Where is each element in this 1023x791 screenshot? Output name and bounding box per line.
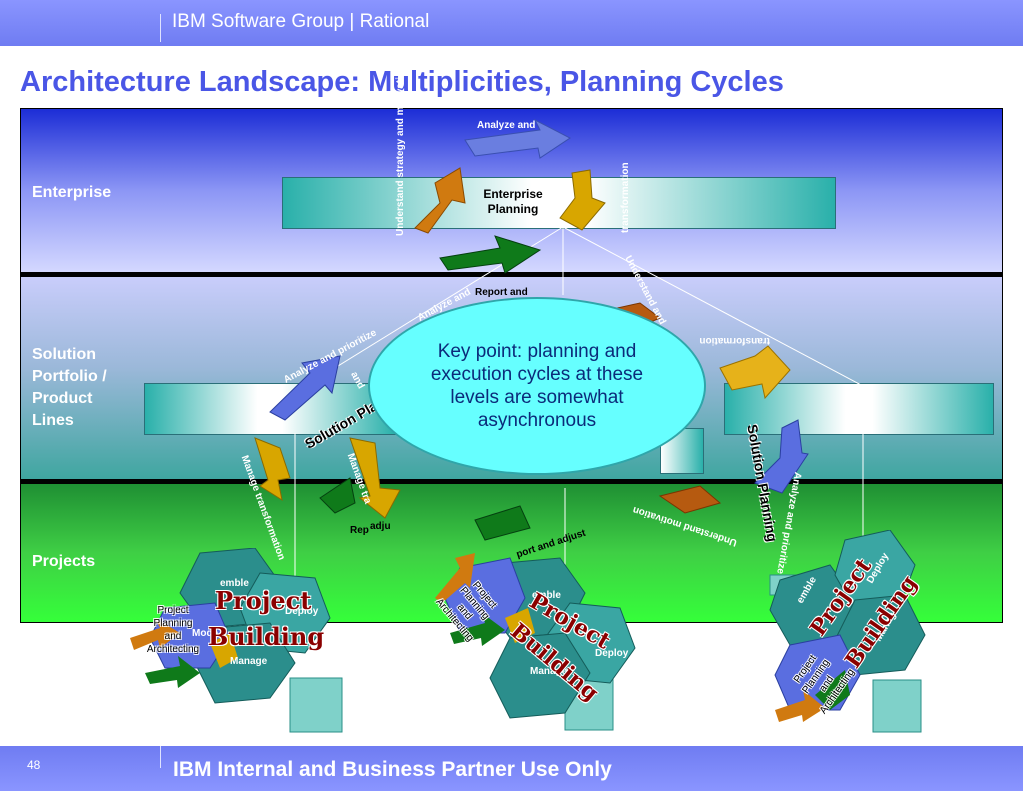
analyze-arrow-solution-right bbox=[754, 419, 809, 494]
enterprise-planning-label: Enterprise Planning bbox=[463, 187, 563, 217]
project-label-left: Project bbox=[215, 586, 312, 615]
manage-label-left: Manage bbox=[230, 656, 268, 667]
diagram-connectors bbox=[254, 118, 864, 608]
solution-label-line1: Solution bbox=[32, 346, 96, 363]
ppa-left-line4: Architecting bbox=[146, 644, 200, 655]
enterprise-planning-bar bbox=[282, 177, 836, 229]
project-building-cluster-center: emble Deploy Manage Project Building Pro… bbox=[430, 548, 650, 738]
enterprise-label: Enterprise bbox=[32, 184, 112, 201]
slide-title: Architecture Landscape: Multiplicities, … bbox=[20, 66, 784, 98]
understand-arrow-enterprise bbox=[414, 167, 466, 234]
manage-arrow-solution-center bbox=[349, 437, 401, 519]
projects-label: Projects bbox=[32, 553, 96, 570]
page-number: 48 bbox=[27, 758, 41, 772]
solution-label-line4: Lines bbox=[32, 412, 74, 429]
analyze-label-enterprise: Analyze and bbox=[477, 120, 536, 131]
assemble-label-left: emble bbox=[220, 578, 249, 589]
solution-label-line3: Product bbox=[32, 390, 93, 407]
enterprise-planning-line2: Planning bbox=[487, 202, 539, 216]
manage-arrow-solution-left bbox=[254, 437, 291, 502]
report-arrow-solution-left bbox=[319, 477, 356, 514]
analyze-arrow-enterprise bbox=[464, 118, 571, 159]
manage-transformation-label-top: transformation bbox=[620, 162, 631, 233]
footer-bar: 48 IBM Internal and Business Partner Use… bbox=[0, 746, 1023, 791]
enterprise-planning-line1: Enterprise bbox=[483, 187, 543, 201]
ppa-left-line2: Planning bbox=[153, 618, 193, 629]
solution-planning-bar-left bbox=[144, 383, 396, 435]
understand-strategy-label: Understand strategy and motivation bbox=[395, 64, 406, 236]
footer-notice: IBM Internal and Business Partner Use On… bbox=[173, 758, 612, 781]
deploy-label-left: Deploy bbox=[285, 606, 319, 617]
project-building-cluster-left: emble Deploy Manage Mode Project Buildin… bbox=[120, 548, 350, 738]
deploy-label-center: Deploy bbox=[595, 648, 629, 659]
hex-cluster-graphic-left bbox=[130, 548, 343, 733]
footer-divider bbox=[160, 746, 161, 768]
project-building-label-left: Project bbox=[215, 586, 311, 615]
ppa-left-line3: and bbox=[164, 631, 182, 642]
key-point-text: Key point: planning and execution cycles… bbox=[430, 341, 644, 431]
header-divider bbox=[160, 14, 161, 42]
model-label-left: Mode bbox=[192, 628, 219, 639]
report-arrow-projects bbox=[474, 505, 531, 541]
assemble-label-center: emble bbox=[532, 590, 561, 601]
hex-cluster-graphic-center bbox=[435, 553, 636, 731]
key-point-callout: Key point: planning and execution cycles… bbox=[368, 297, 706, 475]
manage-arrow-solution-right bbox=[719, 345, 791, 400]
report-arrow-enterprise bbox=[439, 235, 542, 274]
report-and-label: Report and bbox=[475, 287, 528, 298]
solution-label: Solution Portfolio / Product Lines bbox=[32, 344, 107, 432]
header-bar: IBM Software Group | Rational bbox=[0, 0, 1023, 46]
analyze-arrow-solution-left bbox=[269, 355, 341, 421]
building-label-left: Building bbox=[208, 622, 325, 651]
header-brand: IBM Software Group | Rational bbox=[172, 11, 430, 32]
ppa-left-line1: Project bbox=[157, 605, 189, 616]
manage-arrow-enterprise bbox=[559, 169, 606, 231]
transformation-label-right: transformation bbox=[699, 335, 770, 346]
project-building-cluster-right: emble Deploy Manage Project Building Pro… bbox=[765, 530, 965, 740]
report-label-left: Rep bbox=[350, 525, 369, 536]
understand-arrow-bottom bbox=[658, 485, 722, 514]
solution-label-line2: Portfolio / bbox=[32, 368, 107, 385]
hex-cluster-graphic-right bbox=[769, 530, 926, 733]
manage-label-center: Manage bbox=[530, 666, 568, 677]
ppa-label-left: Project Planning and Architecting bbox=[138, 604, 208, 656]
adju-label: adju bbox=[370, 521, 391, 532]
solution-planning-bar-mid bbox=[660, 428, 704, 474]
